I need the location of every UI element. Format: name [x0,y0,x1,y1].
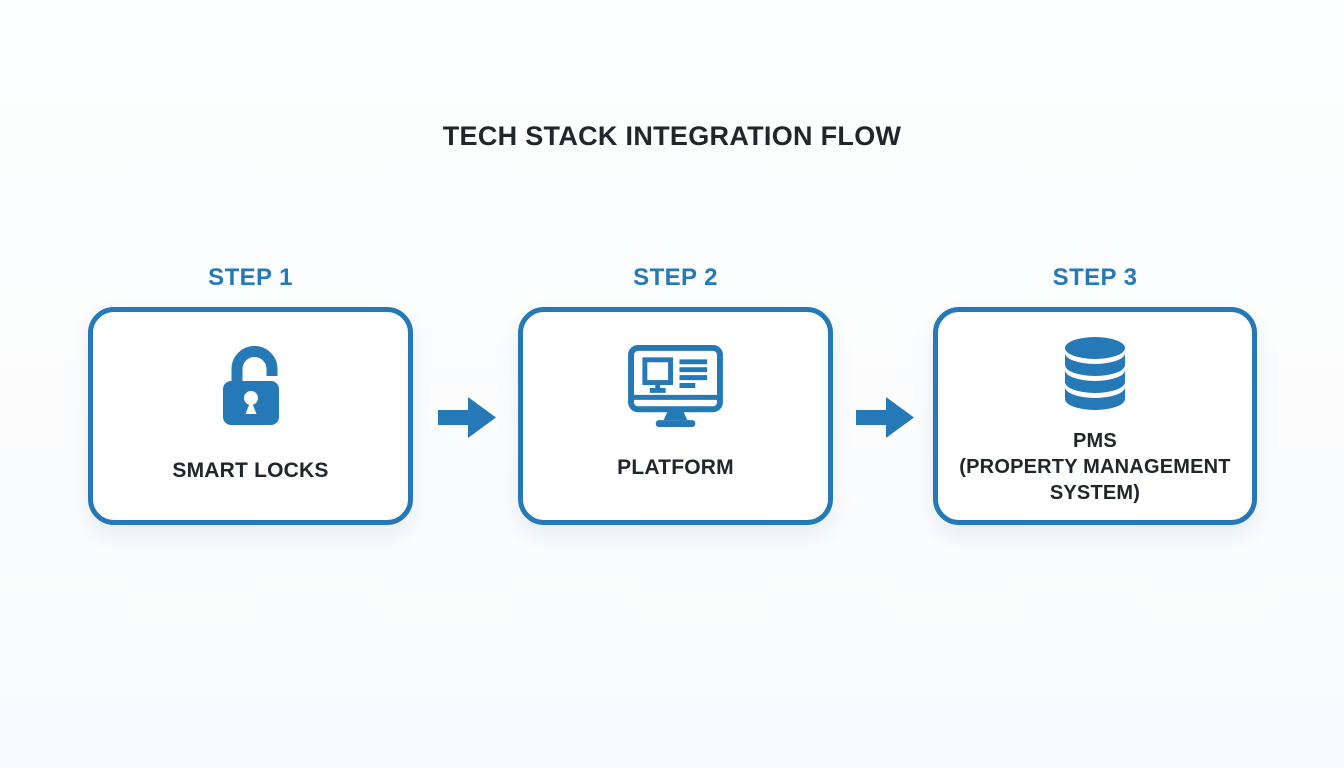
unlocked-padlock-icon [220,343,282,427]
step-1-label: STEP 1 [208,264,293,291]
step-3-card-line: (PROPERTY MANAGEMENT [959,456,1231,478]
step-2-group: STEP 2 PLATFORM [518,263,833,525]
step-2-card-label: PLATFORM [617,454,734,481]
arrow-right-icon [856,394,916,441]
arrow-right-icon [438,394,498,441]
step-3-card-line: PMS [1073,430,1117,452]
step-3-label: STEP 3 [1052,264,1138,291]
step-3-card: PMS (PROPERTY MANAGEMENT SYSTEM) [933,307,1257,525]
step-3-group: STEP 3 PMS (PROPERTY MANAGEMENT SYSTEM) [933,263,1257,525]
database-icon [1062,336,1128,412]
step-3-card-label: PMS (PROPERTY MANAGEMENT SYSTEM) [959,428,1230,506]
step-1-card-line: SMART LOCKS [172,459,329,482]
step-2-card: PLATFORM [518,307,833,525]
step-2-card-line: PLATFORM [617,456,734,479]
step-1-card: SMART LOCKS [88,307,413,525]
step-1-card-label: SMART LOCKS [172,457,328,484]
step-1-group: STEP 1 SMART LOCKS [88,263,413,525]
diagram-title: TECH STACK INTEGRATION FLOW [442,121,902,151]
step-2-label: STEP 2 [633,264,718,291]
monitor-icon [628,345,723,428]
step-3-card-line: SYSTEM) [1049,482,1141,504]
